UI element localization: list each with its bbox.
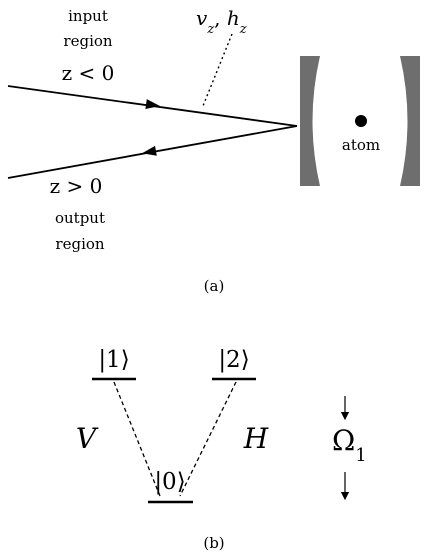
mode-pointer [202,33,233,107]
level-1-label: |1⟩ [98,347,129,373]
mode-label: vz, hz [196,6,247,37]
v-transition [113,381,161,497]
level-0-label: |0⟩ [154,469,185,495]
level-2-label: |2⟩ [218,347,249,373]
output-beam-arrow [142,145,157,156]
h-transition-label: H [243,422,269,455]
left-mirror [300,56,320,186]
input-region-label-line1: input [68,7,108,25]
rabi-frequency-label: Ω1 [332,424,367,466]
panel-b: |1⟩ |2⟩ |0⟩ V H Ω1 (b) [76,347,367,552]
caption-b: (b) [203,534,224,552]
h-transition [179,381,237,497]
panel-a: input region z < 0 vz, hz atom z > 0 out… [7,6,420,295]
output-condition: z > 0 [50,174,103,198]
v-transition-label: V [76,422,99,455]
output-region-label-line2: region [55,235,104,253]
caption-a: (a) [204,277,225,295]
atom-dot [355,115,367,127]
output-region-label-line1: output [55,209,105,227]
input-beam-arrow [145,99,160,109]
right-mirror [400,56,420,186]
input-region-label-line2: region [63,32,112,50]
input-condition: z < 0 [62,61,115,85]
atom-label: atom [342,136,380,154]
